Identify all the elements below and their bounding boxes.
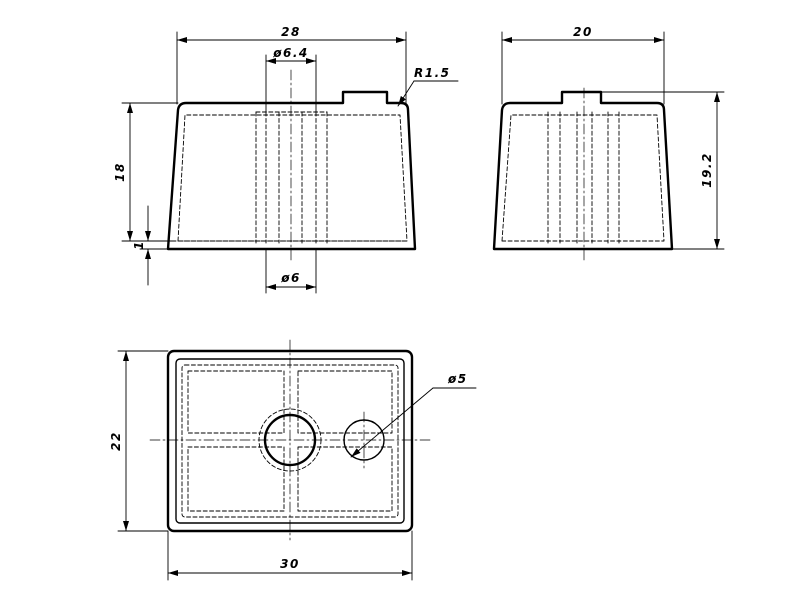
dim-front-height-label: 18: [113, 162, 127, 182]
dim-hole-bottom-diameter: ø6: [265, 249, 317, 294]
dim-side-hole-label: ø5: [447, 372, 468, 386]
dim-hole-bottom-label: ø6: [280, 271, 301, 285]
side-view-hidden-body: [501, 114, 665, 242]
front-view: 28 ø6.4 R1.5 18 1: [113, 25, 459, 294]
dim-front-width-label: 28: [281, 25, 301, 39]
front-view-hidden-body: [177, 114, 408, 242]
dim-front-height: 18: [113, 102, 179, 242]
top-view: ø5 22 30: [109, 339, 477, 581]
dim-base-thickness: 1: [132, 205, 169, 286]
dim-front-width: 28: [176, 25, 407, 105]
side-view-outline: [492, 90, 674, 251]
top-view-outline: [166, 349, 414, 533]
dim-corner-radius: R1.5: [397, 66, 459, 107]
dim-top-width: 30: [167, 530, 413, 581]
dim-hole-top-label: ø6.4: [272, 46, 309, 60]
dim-corner-radius-label: R1.5: [414, 66, 451, 80]
dim-side-hole-diameter: ø5: [350, 372, 477, 458]
dim-top-height: 22: [109, 350, 169, 532]
dim-side-height-label: 19.2: [700, 152, 714, 188]
side-view: 20 19.2: [492, 25, 725, 263]
dim-top-width-label: 30: [280, 557, 300, 571]
dim-side-height: 19.2: [600, 91, 725, 250]
dim-side-width-label: 20: [573, 25, 593, 39]
front-view-outline: [166, 90, 417, 251]
dim-top-height-label: 22: [109, 431, 123, 451]
dim-base-thickness-label: 1: [132, 240, 146, 250]
dim-hole-top-diameter: ø6.4: [265, 46, 317, 113]
